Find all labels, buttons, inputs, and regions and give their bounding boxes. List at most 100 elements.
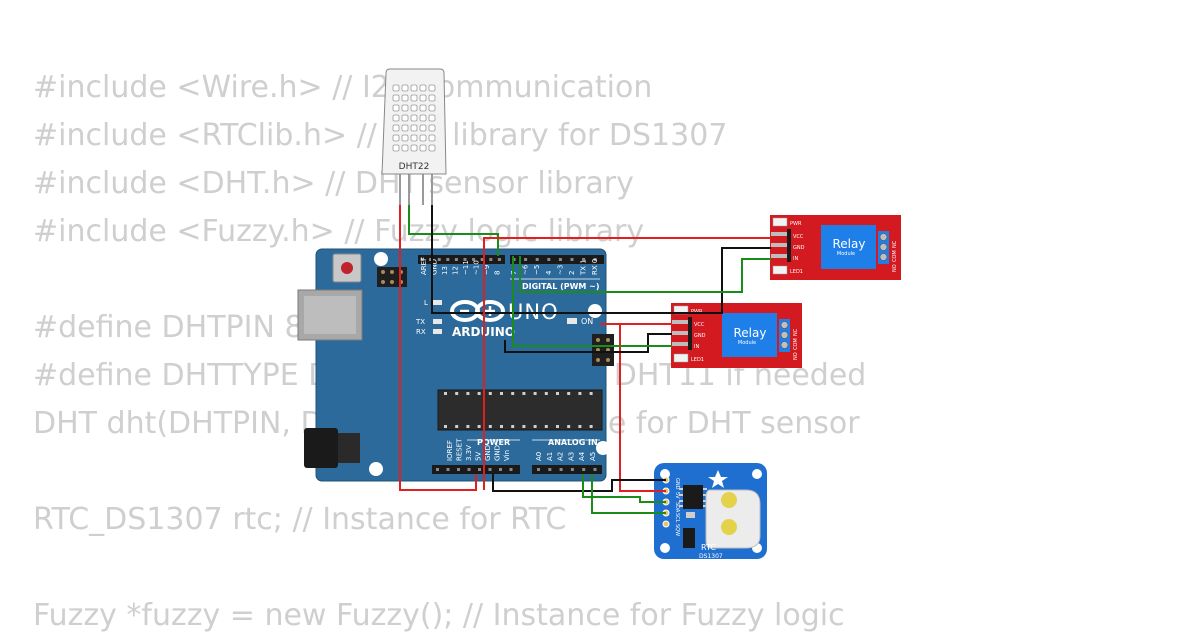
vent-hole: [392, 114, 400, 122]
vent-hole: [410, 134, 418, 142]
relay-2-terminal-no: NO: [793, 352, 799, 360]
vent-hole: [401, 124, 409, 132]
pin-hole: [535, 258, 539, 261]
chip-pin: [488, 392, 492, 395]
icsp-header: [377, 267, 407, 287]
pin-hole: [548, 468, 552, 471]
chip-pin: [578, 425, 582, 428]
chip-pin: [533, 392, 537, 395]
power-pin-label: 3.3V: [465, 445, 473, 461]
digital-header-label: DIGITAL (PWM ~): [522, 282, 600, 291]
chip-pin: [578, 392, 582, 395]
led-tx: [433, 319, 442, 324]
led-on: [567, 318, 577, 324]
pin-hole: [478, 468, 481, 471]
rtc-chip-label: DS1307: [699, 553, 723, 560]
relay-module-1[interactable]: PWR LED1 VCC GND IN Relay Module NO COM …: [770, 215, 901, 280]
relay-1-terminal-no: NO: [892, 264, 898, 272]
analog-pin-label: A1: [546, 452, 554, 461]
dht22-sensor[interactable]: DHT22: [381, 68, 447, 205]
dht22-vent-grid: [392, 84, 436, 152]
digital-header[interactable]: [418, 255, 604, 264]
rtc-ds1307-module[interactable]: GND 5V SDA SCL SQW RTC DS1307: [654, 463, 767, 560]
power-pin-label: Vin: [503, 450, 511, 461]
chip-pin: [455, 425, 459, 428]
chip-pin: [500, 425, 503, 428]
chip-pin: [544, 392, 548, 395]
rtc-pin-sda: SDA: [674, 502, 680, 513]
pin-hole: [593, 258, 597, 261]
vent-hole: [401, 134, 409, 142]
battery-holder: [705, 489, 761, 549]
analog-pin-label: A4: [578, 451, 586, 461]
digital-pin-label: 2: [568, 271, 576, 275]
code-line: #include <DHT.h> // DHT sensor library: [33, 166, 634, 201]
chip-pin: [511, 425, 515, 428]
pin-hole: [558, 258, 562, 261]
chip-pin: [556, 425, 559, 428]
vent-hole: [428, 84, 436, 92]
relay-2-screw-terminal[interactable]: [779, 319, 790, 352]
pwr-led: [772, 217, 788, 227]
wire-relay2-in: [512, 256, 672, 347]
mounting-hole: [588, 304, 602, 318]
relay-1-subtitle: Module: [837, 251, 855, 257]
code-line: #define DHTPIN 8: [33, 310, 304, 345]
pin-hole: [547, 258, 551, 261]
relay-1-terminal-com: COM: [892, 250, 898, 262]
rtc-chip: [679, 485, 707, 548]
chip-pin: [455, 392, 459, 395]
digital-pin-label: GND: [431, 259, 439, 275]
pin-hole: [429, 258, 433, 261]
analog-pin-label: A0: [535, 452, 543, 461]
mounting-hole: [374, 252, 388, 266]
vent-hole: [401, 94, 409, 102]
digital-pin-label: ~10: [473, 260, 481, 275]
vent-hole: [419, 84, 427, 92]
digital-pin-label: ~9: [483, 265, 491, 275]
relay-1-block: [821, 225, 876, 269]
adafruit-star-icon: [708, 470, 728, 488]
wire-rtc-gnd: [492, 474, 666, 492]
digital-pin-label: 12: [452, 266, 460, 275]
digital-pin-label: 8: [494, 271, 502, 275]
led-rx-label: RX: [416, 328, 426, 336]
chip-pin: [477, 425, 481, 428]
chip-pin: [466, 425, 470, 428]
relay-1-screw-terminal[interactable]: [878, 231, 889, 264]
chip-pin: [567, 425, 571, 428]
power-pin-label: 5V: [475, 452, 483, 461]
power-pin-label: IOREF: [446, 440, 454, 461]
power-header[interactable]: [432, 465, 520, 474]
vent-hole: [419, 114, 427, 122]
pin-hole: [524, 258, 528, 261]
chip-pin: [522, 425, 526, 428]
relay-1-pin-in: IN: [793, 256, 798, 262]
pin-hole: [467, 468, 471, 471]
wire-relay1-in: [519, 256, 771, 293]
vent-hole: [428, 114, 436, 122]
vent-hole: [410, 94, 418, 102]
vent-hole: [392, 144, 400, 152]
mounting-hole: [660, 469, 670, 479]
pin-hole: [570, 468, 574, 471]
chip-pin: [589, 425, 593, 428]
digital-pin-label: RX 0: [591, 259, 599, 275]
chip-pin: [522, 392, 526, 395]
pin-hole: [593, 468, 597, 471]
code-line: Fuzzy *fuzzy = new Fuzzy(); // Instance …: [33, 598, 845, 633]
analog-header[interactable]: [532, 465, 602, 474]
rtc-title: RTC: [701, 543, 716, 552]
pin-hole: [457, 468, 460, 471]
pin-hole: [463, 258, 467, 261]
pin-hole: [582, 258, 586, 261]
led-l: [433, 300, 442, 305]
pin-hole: [454, 258, 458, 261]
wire-relay2-gnd: [504, 333, 672, 353]
pin-hole: [446, 468, 450, 471]
chip-pin: [488, 425, 492, 428]
vent-hole: [428, 124, 436, 132]
relay-2-led-label: LED1: [691, 357, 704, 363]
